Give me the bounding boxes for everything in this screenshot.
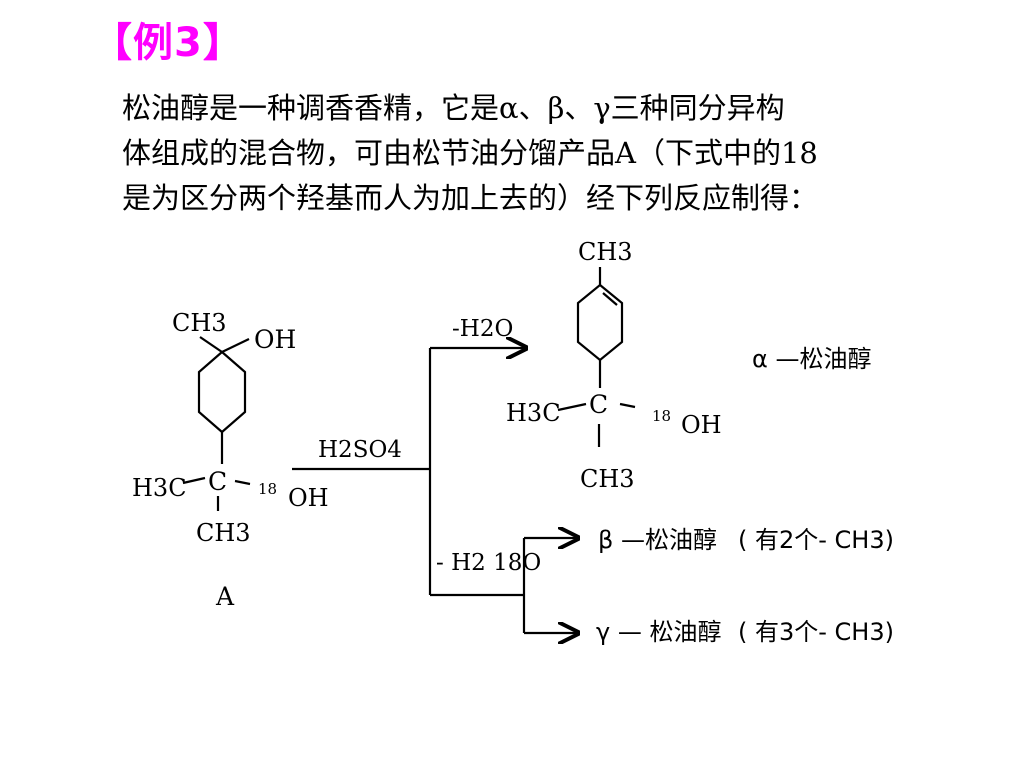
beta-product-note: ( 有2个- CH3) [738, 526, 894, 554]
compound-a-ring [197, 350, 247, 434]
reagent-h2so4: H2SO4 [318, 437, 402, 463]
reagent-minus-h2-18o: - H2 18O [436, 550, 541, 576]
compound-a-oh-top: OH [254, 325, 296, 354]
compound-a-h3c: H3C [132, 474, 187, 502]
problem-line-3: 是为区分两个羟基而人为加上去的）经下列反应制得： [122, 181, 819, 215]
problem-line-2: 体组成的混合物，可由松节油分馏产品A（下式中的18 [122, 136, 818, 170]
problem-text: 松油醇是一种调香香精，它是α、β、γ三种同分异构 体组成的混合物，可由松节油分馏… [122, 86, 962, 221]
compound-a-oh: OH [288, 484, 329, 512]
gamma-product-name: γ — 松油醇 [596, 618, 721, 646]
compound-a-o18: 18 [258, 480, 277, 498]
reaction-arrows [292, 348, 578, 633]
gamma-product-note: ( 有3个- CH3) [738, 618, 894, 646]
alpha-ch3-top: CH3 [578, 238, 633, 266]
reagent-minus-h2o: -H2O [452, 316, 513, 342]
example-title: 【例3】 [92, 20, 244, 66]
compound-a-structure [182, 336, 251, 511]
alpha-product-name: α —松油醇 [752, 345, 871, 373]
alpha-h3c: H3C [506, 399, 561, 427]
compound-a-ch3-bottom: CH3 [196, 519, 251, 547]
alpha-ch3-bottom: CH3 [580, 465, 635, 493]
compound-a-label: A [215, 582, 235, 611]
alpha-ring [576, 283, 624, 362]
alpha-o18: 18 [652, 407, 671, 425]
alpha-oh: OH [681, 411, 722, 439]
problem-line-1: 松油醇是一种调香香精，它是α、β、γ三种同分异构 [122, 91, 785, 125]
alpha-structure [557, 267, 636, 447]
alpha-c: C [589, 390, 608, 419]
compound-a-c: C [208, 467, 227, 496]
beta-product-name: β —松油醇 [598, 526, 717, 554]
compound-a-ch3-top: CH3 [172, 309, 227, 337]
